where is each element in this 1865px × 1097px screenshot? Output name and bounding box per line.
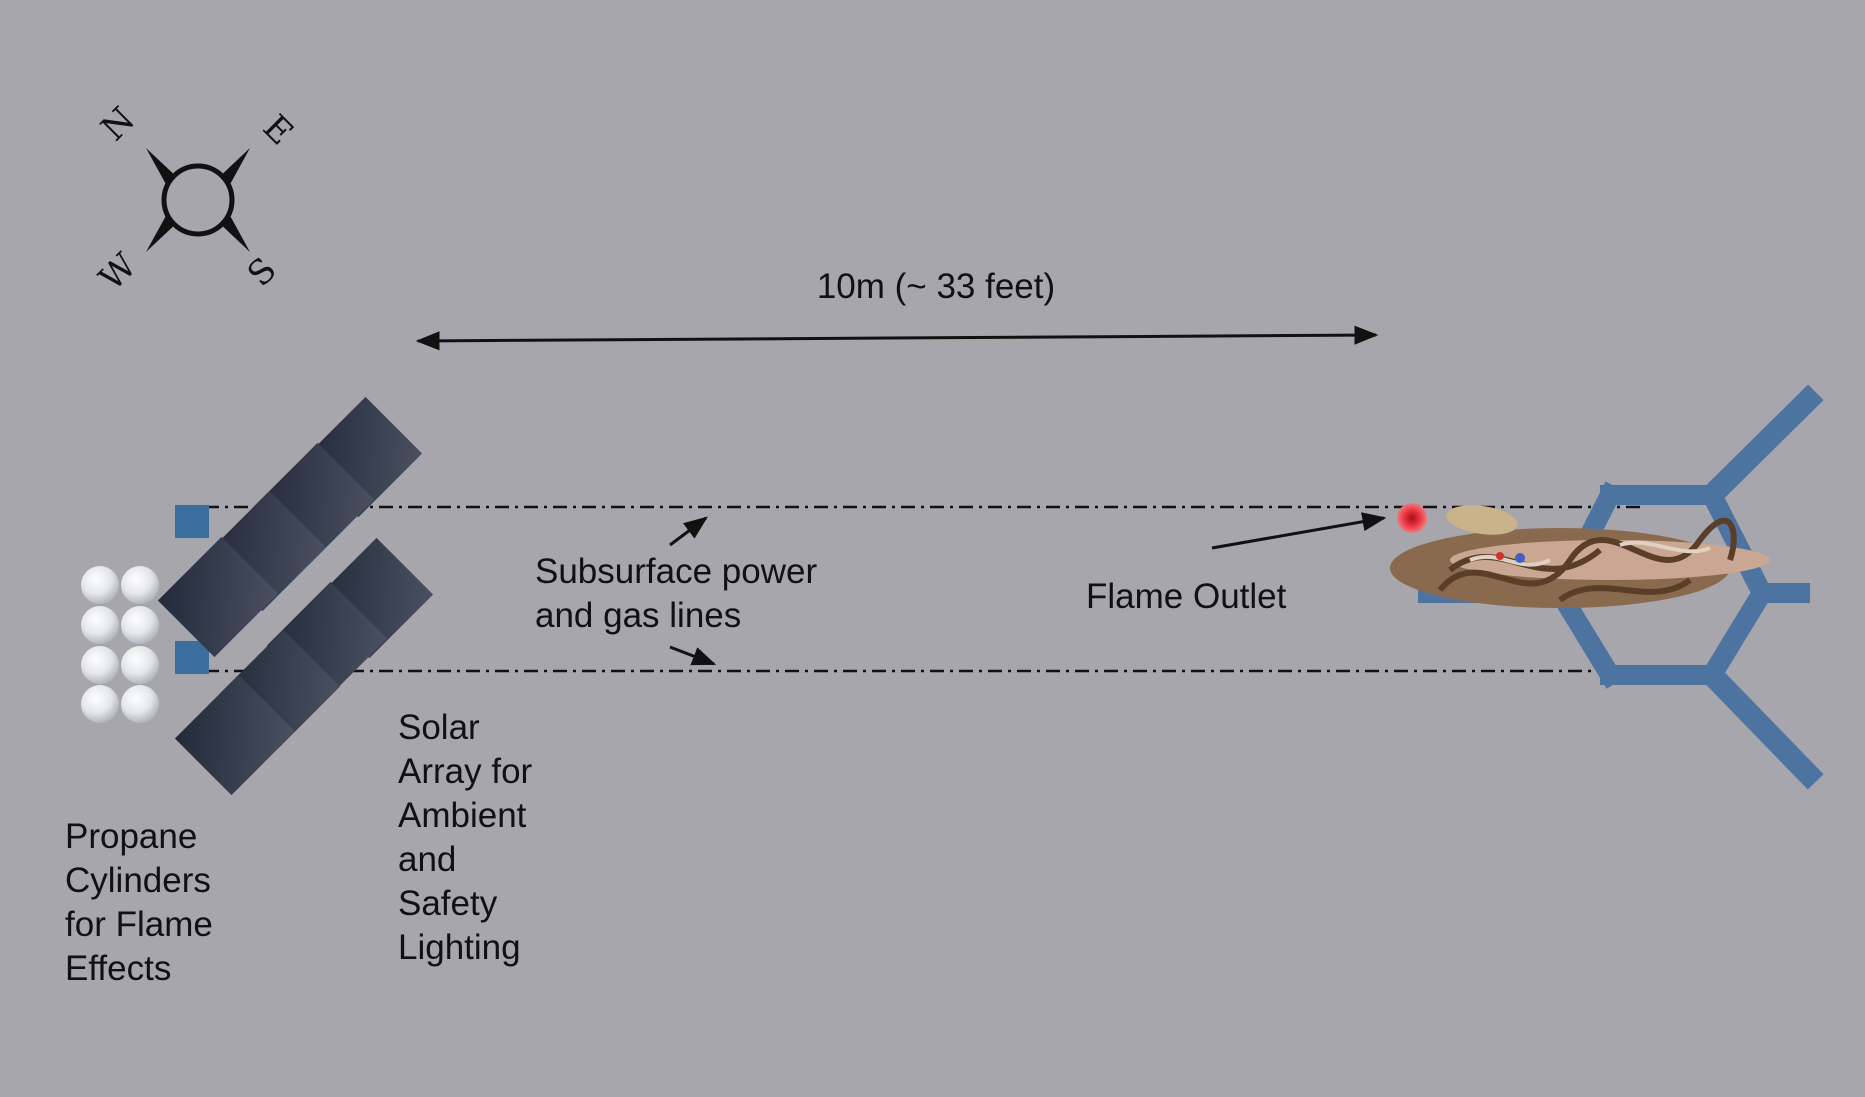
distance-label: 10m (~ 33 feet) bbox=[817, 267, 1055, 306]
propane-cylinder bbox=[81, 646, 119, 684]
sculpture-light-blue bbox=[1515, 553, 1525, 563]
flame-outlet-label: Flame Outlet bbox=[1086, 577, 1287, 616]
distance-arrow bbox=[415, 325, 1379, 351]
solar-array-label: Solar Array for Ambient and Safety Light… bbox=[398, 708, 533, 967]
subsurface-pointer-up bbox=[669, 516, 708, 547]
compass-south-label: S bbox=[240, 250, 285, 295]
propane-cylinders bbox=[81, 566, 159, 723]
compass-east-label: E bbox=[255, 107, 301, 153]
propane-cylinder bbox=[81, 566, 119, 604]
solar-panel bbox=[174, 674, 296, 796]
sculpture-figure bbox=[1390, 505, 1770, 608]
compass-west-label: W bbox=[92, 246, 145, 299]
flame-outlet-pointer bbox=[1211, 512, 1387, 550]
propane-cylinder bbox=[81, 685, 119, 723]
compass-ring bbox=[161, 163, 235, 237]
propane-cylinder bbox=[121, 646, 159, 684]
junction-box-top bbox=[175, 505, 209, 538]
subsurface-pointer-down bbox=[669, 645, 717, 666]
compass: N E S W bbox=[92, 100, 301, 299]
solar-array bbox=[157, 396, 434, 796]
sculpture-highlights bbox=[1469, 540, 1711, 567]
propane-cylinder bbox=[121, 566, 159, 604]
propane-cylinders-label: Propane Cylinders for Flame Effects bbox=[65, 817, 213, 988]
subsurface-lines-label: Subsurface power and gas lines bbox=[535, 552, 818, 635]
sculpture-light-red bbox=[1496, 552, 1504, 560]
solar-panel bbox=[157, 536, 279, 658]
propane-cylinder bbox=[121, 685, 159, 723]
compass-north-label: N bbox=[94, 100, 143, 149]
flame-outlet-marker bbox=[1397, 503, 1427, 533]
sculpture-head bbox=[1446, 505, 1518, 535]
propane-cylinder bbox=[81, 606, 119, 644]
junction-box-bottom bbox=[175, 641, 209, 674]
propane-cylinder bbox=[121, 606, 159, 644]
